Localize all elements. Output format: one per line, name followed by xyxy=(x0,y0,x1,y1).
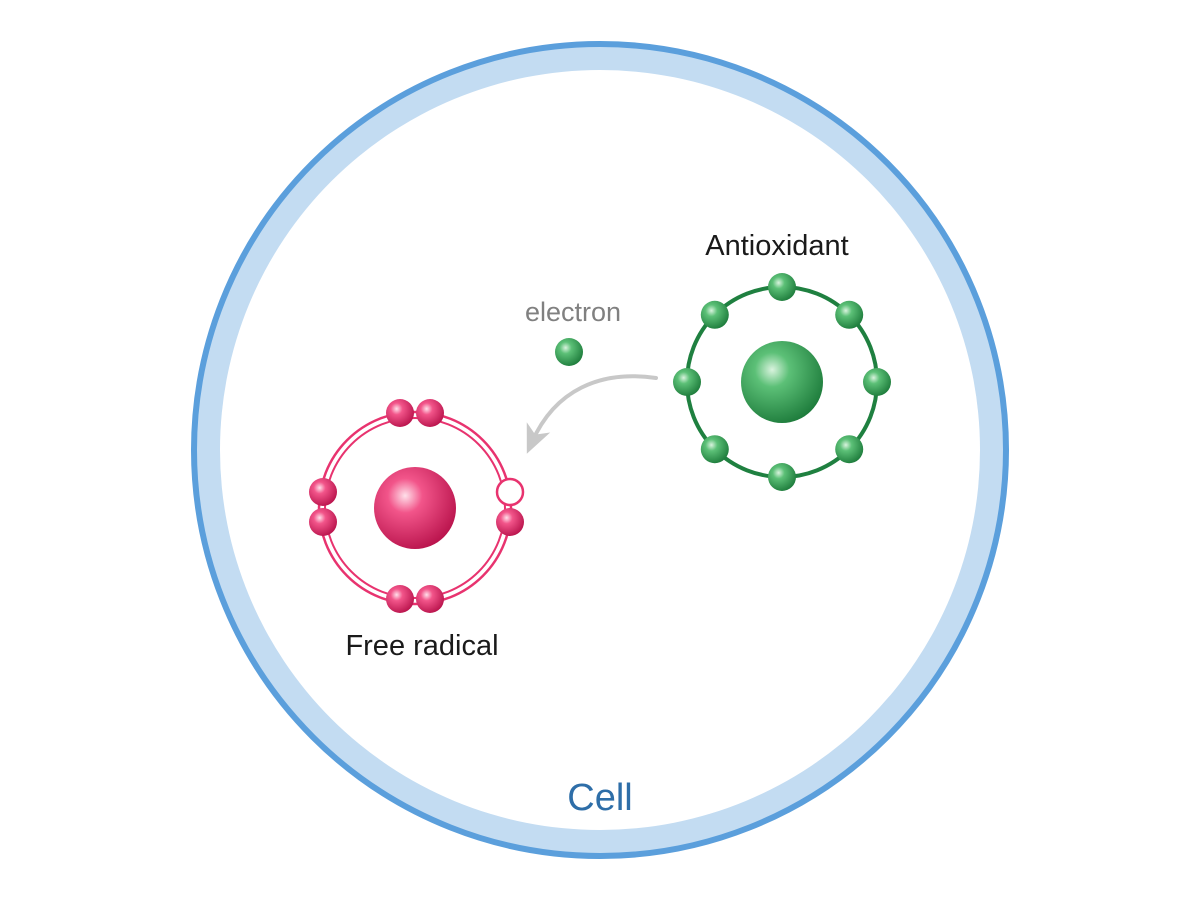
free-radical-electron xyxy=(386,399,414,427)
free-radical-electron xyxy=(309,478,337,506)
free-radical-electron xyxy=(386,585,414,613)
cell-interior xyxy=(220,70,980,830)
free-radical-orbit-inner xyxy=(324,417,506,599)
antioxidant-electron xyxy=(700,435,729,464)
free-radical-nucleus xyxy=(374,467,456,549)
free-radical-molecule xyxy=(309,399,525,613)
antioxidant-electron xyxy=(863,368,891,396)
antioxidant-label: Antioxidant xyxy=(705,230,849,262)
free-radical-electron xyxy=(416,585,444,613)
electron-label: electron xyxy=(525,297,621,327)
free-radical-orbit-outer xyxy=(317,410,513,606)
antioxidant-nucleus xyxy=(741,341,823,423)
antioxidant-electron xyxy=(835,435,864,464)
antioxidant-electrons xyxy=(673,273,891,491)
free-radical-electron xyxy=(309,508,337,536)
cell-label: Cell xyxy=(567,777,632,819)
antioxidant-electron xyxy=(768,273,796,301)
antioxidant-electron xyxy=(700,300,729,329)
missing-electron-slot xyxy=(495,477,525,507)
free-electron xyxy=(555,338,583,366)
antioxidant-electron xyxy=(768,463,796,491)
antioxidant-electron xyxy=(835,300,864,329)
free-radical-electron xyxy=(496,508,524,536)
free-radical-label: Free radical xyxy=(345,630,498,662)
antioxidant-molecule xyxy=(673,273,891,491)
cell xyxy=(191,41,1009,859)
free-radical-electron xyxy=(416,399,444,427)
electron-transfer-arrow xyxy=(526,374,658,454)
antioxidant-electron xyxy=(673,368,701,396)
